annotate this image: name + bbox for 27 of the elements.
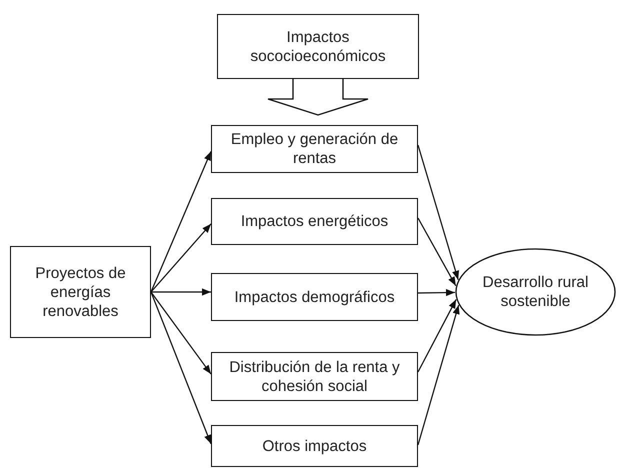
node-label: Impactos energéticos — [240, 212, 390, 231]
process-box — [211, 425, 418, 467]
node-label: Impactos sococioeconómicos — [249, 28, 387, 66]
process-box — [211, 198, 418, 245]
node-label: Impactos demográficos — [233, 288, 396, 306]
node-label: Empleo y generación de rentas — [230, 130, 400, 168]
node-label: Desarrollo rural sostenible — [482, 273, 590, 311]
node-label: Proyectos de energías renovables — [34, 264, 127, 320]
arrow — [150, 292, 212, 444]
process-box — [10, 246, 151, 338]
arrow — [150, 151, 212, 292]
arrow — [151, 288, 211, 296]
arrow — [418, 288, 456, 296]
block-arrow — [267, 78, 369, 116]
arrow — [150, 223, 212, 292]
arrow — [417, 299, 457, 372]
process-box — [211, 352, 418, 401]
goal-ellipse — [455, 248, 616, 336]
arrow — [417, 304, 460, 446]
arrow — [150, 292, 212, 374]
process-box — [217, 14, 419, 79]
arrow — [417, 144, 460, 280]
process-box — [211, 125, 418, 173]
node-label: Otros impactos — [261, 436, 368, 456]
arrow — [417, 218, 456, 286]
node-label: Distribución de la renta y cohesión social — [228, 358, 401, 396]
process-box — [211, 273, 418, 321]
